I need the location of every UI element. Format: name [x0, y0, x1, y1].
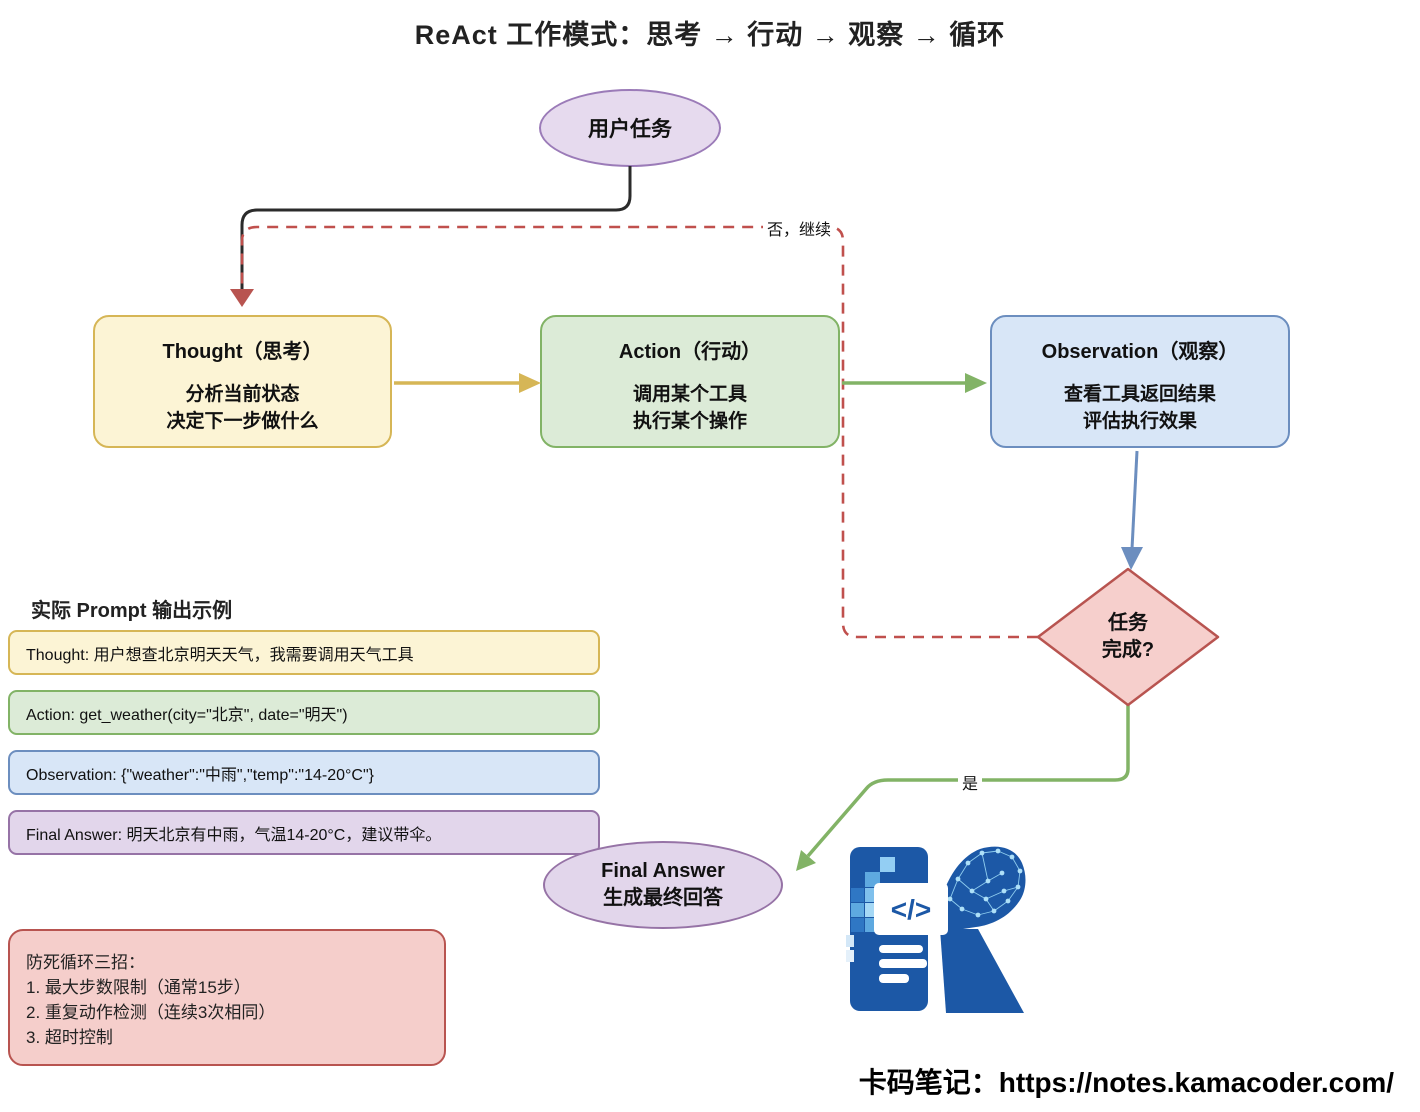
example-final-box: Final Answer: 明天北京有中雨，气温14-20°C，建议带伞。 — [8, 810, 600, 855]
example-final-text: Final Answer: 明天北京有中雨，气温14-20°C，建议带伞。 — [26, 826, 442, 844]
edge-observation-decision — [1121, 450, 1143, 570]
warning-line-4: 3. 超时控制 — [26, 1028, 113, 1047]
thought-node: Thought（思考） 分析当前状态 决定下一步做什么 — [93, 315, 392, 448]
thought-node-title: Thought（思考） — [162, 341, 323, 363]
footer: 卡码笔记：https://notes.kamacoder.com/ — [859, 1061, 1394, 1101]
user-task-label: 用户任务 — [588, 118, 672, 141]
edge-usertask-thought — [240, 166, 632, 296]
action-node: Action（行动） 调用某个工具 执行某个操作 — [540, 315, 840, 448]
example-action-text: Action: get_weather(city="北京", date="明天"… — [26, 706, 348, 724]
final-answer-line1: Final Answer — [601, 860, 725, 882]
edge-label-yes: 是 — [958, 770, 983, 794]
anti-loop-warning-box: 防死循环三招： 1. 最大步数限制（通常15步） 2. 重复动作检测（连续3次相… — [8, 929, 446, 1066]
example-observation-box: Observation: {"weather":"中雨","temp":"14-… — [8, 750, 600, 795]
examples-heading: 实际 Prompt 输出示例 — [31, 600, 233, 622]
logo-pixel-squares — [846, 857, 895, 962]
thought-node-body: 分析当前状态 决定下一步做什么 — [166, 384, 319, 432]
action-node-title: Action（行动） — [618, 341, 762, 363]
user-task-node: 用户任务 — [539, 89, 721, 167]
final-answer-node: Final Answer 生成最终回答 — [543, 841, 783, 929]
edge-thought-action — [394, 373, 541, 393]
page-title: ReAct 工作模式：思考 → 行动 → 观察 → 循环 — [414, 20, 1006, 50]
final-answer-line2: 生成最终回答 — [603, 887, 723, 909]
logo-code-card — [874, 883, 948, 935]
warning-line-3: 2. 重复动作检测（连续3次相同） — [26, 1003, 276, 1022]
logo-neural-network — [949, 850, 1021, 916]
observation-node: Observation（观察） 查看工具返回结果 评估执行效果 — [990, 315, 1290, 448]
example-thought-text: Thought: 用户想查北京明天天气，我需要调用天气工具 — [26, 646, 414, 664]
logo-code-icon: </> — [891, 894, 931, 925]
example-thought-box: Thought: 用户想查北京明天天气，我需要调用天气工具 — [8, 630, 600, 675]
observation-node-title: Observation（观察） — [1041, 341, 1239, 363]
example-observation-text: Observation: {"weather":"中雨","temp":"14-… — [26, 766, 374, 784]
logo-brain-shape — [936, 846, 1026, 931]
decision-node-label: 任务 完成? — [1101, 612, 1155, 661]
warning-line-1: 防死循环三招： — [26, 953, 145, 972]
logo-list-bars — [879, 945, 927, 983]
kamacoder-logo-icon: </> — [846, 846, 1026, 1013]
example-action-box: Action: get_weather(city="北京", date="明天"… — [8, 690, 600, 735]
edge-label-no-continue: 否，继续 — [763, 216, 836, 240]
warning-line-2: 1. 最大步数限制（通常15步） — [26, 978, 251, 997]
footer-site-label: 卡码笔记： — [858, 1067, 999, 1098]
observation-node-body: 查看工具返回结果 评估执行效果 — [1063, 384, 1216, 432]
logo-k-leg — [940, 929, 1024, 1013]
footer-url[interactable]: https://notes.kamacoder.com/ — [998, 1067, 1394, 1098]
edge-action-observation — [842, 373, 987, 393]
action-node-body: 调用某个工具 执行某个操作 — [632, 384, 747, 432]
